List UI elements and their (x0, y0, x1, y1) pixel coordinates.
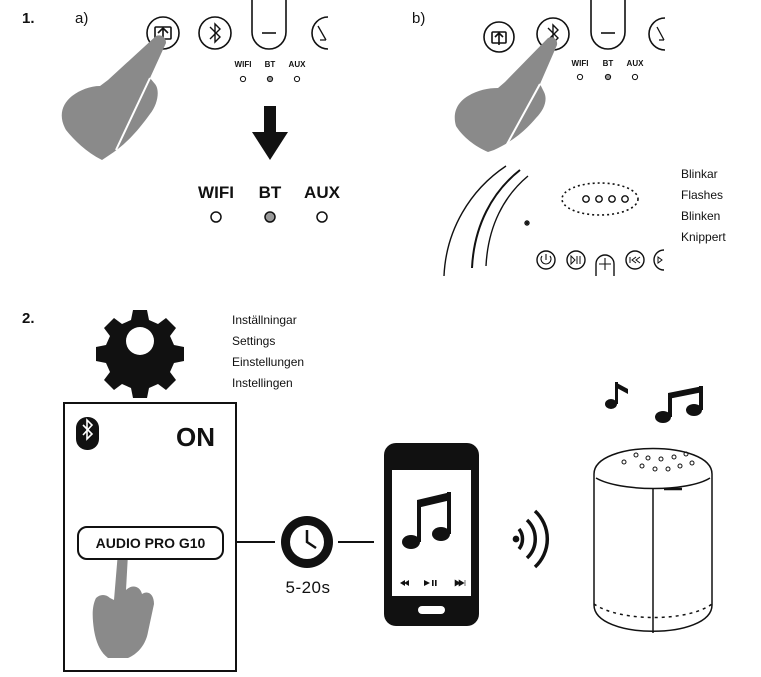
wifi-label-small-b: WIFI (571, 59, 589, 68)
settings-labels: Inställningar Settings Einstellungen Ins… (232, 310, 304, 394)
mic-off-icon (317, 25, 327, 41)
aux-label-small-a: AUX (288, 60, 306, 69)
smartphone-icon (384, 443, 479, 626)
aux-label-small-b: AUX (626, 59, 644, 68)
bt-label-small-a: BT (264, 60, 276, 69)
previous-icon (398, 580, 409, 586)
play-pause-icon (566, 250, 586, 270)
bt-label-small-b: BT (602, 59, 614, 68)
next-icon (454, 579, 466, 587)
bluetooth-button-a (198, 16, 232, 50)
volume-minus-button-a (251, 0, 287, 50)
hand-pointer-icon-b (454, 37, 558, 153)
previous-icon (625, 250, 645, 270)
music-note-icon (402, 492, 451, 549)
step-1-label: 1. (22, 10, 35, 27)
bluetooth-icon (209, 22, 221, 44)
play-pause-icon (424, 580, 437, 586)
mic-button-b (648, 17, 666, 51)
power-icon (536, 250, 556, 270)
mic-button-a (311, 16, 329, 50)
hand-pointer-icon (61, 35, 166, 161)
wifi-label-large: WIFI (198, 183, 234, 202)
settings-label-en: Settings (232, 334, 276, 348)
flash-labels: Blinkar Flashes Blinken Knippert (681, 164, 726, 248)
bt-label-large: BT (258, 183, 282, 202)
bluetooth-settings-frame (63, 402, 237, 672)
settings-label-sv: Inställningar (232, 313, 297, 327)
share-button-b (483, 21, 515, 53)
hand-pointer-icon-2 (92, 547, 154, 658)
music-note-icon-small (605, 382, 628, 409)
music-note-icon-double (655, 386, 703, 423)
bluetooth-icon-badge (76, 417, 99, 450)
volume-minus-button-b (590, 0, 626, 50)
device-select-button[interactable]: AUDIO PRO G10 (77, 526, 224, 560)
pairing-duration: 5-20s (285, 578, 331, 597)
plus-icon (595, 254, 615, 276)
bluetooth-state[interactable]: ON (176, 422, 215, 452)
wifi-label-small-a: WIFI (234, 60, 252, 69)
flash-label-en: Flashes (681, 188, 724, 202)
next-icon (653, 249, 665, 271)
speaker-icon (593, 447, 713, 633)
sound-waves-icon (512, 509, 549, 569)
step-1b-label: b) (412, 10, 426, 27)
settings-label-nl: Instellingen (232, 376, 293, 390)
settings-label-de: Einstellungen (232, 355, 305, 369)
flash-label-nl: Knippert (681, 230, 726, 244)
step-2-label: 2. (22, 310, 35, 327)
flash-label-de: Blinken (681, 209, 721, 223)
gear-icon (96, 310, 184, 398)
device-name: AUDIO PRO G10 (95, 535, 206, 551)
speaker-top-closeup (443, 165, 665, 277)
clock-icon (281, 516, 333, 568)
flash-label-sv: Blinkar (681, 167, 718, 181)
aux-label-large: AUX (304, 183, 340, 202)
down-arrow-icon (252, 106, 288, 160)
step-1a-label: a) (75, 10, 89, 27)
